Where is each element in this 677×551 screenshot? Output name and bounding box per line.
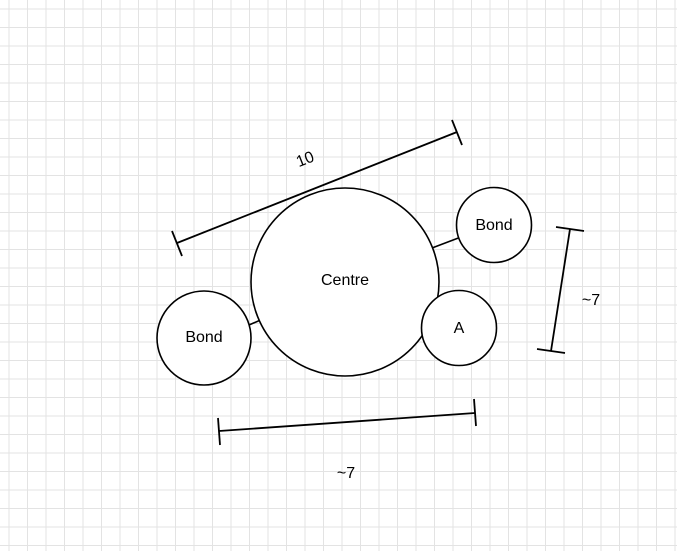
node-bond-top-shape — [455, 186, 533, 264]
node-a-shape — [420, 289, 498, 367]
dimension-right-tick-start — [555, 226, 585, 232]
dimension-bottom-tick-start — [217, 417, 221, 446]
dimension-top-tick-start — [171, 230, 183, 257]
node-a[interactable]: A — [420, 289, 498, 367]
dimension-top: 10 — [171, 119, 463, 257]
dimension-top-tick-end — [451, 119, 463, 146]
node-bond-top-label: Bond — [475, 217, 512, 234]
node-bond-left-label: Bond — [185, 329, 222, 346]
node-a-label: A — [454, 320, 465, 337]
node-bond-left[interactable]: Bond — [156, 290, 252, 386]
dimension-right-tick-end — [536, 348, 566, 354]
node-bond-left-shape — [156, 290, 252, 386]
dimension-bottom-label: ~7 — [337, 465, 355, 482]
dimension-right: ~7 — [536, 226, 600, 354]
dimension-bottom-tick-end — [473, 398, 477, 427]
dimension-bottom-line — [218, 412, 476, 432]
dimension-top-label: 10 — [294, 149, 317, 171]
dimension-right-line — [550, 228, 571, 352]
dimension-top-line — [176, 131, 458, 244]
node-centre-shape — [250, 187, 440, 377]
node-bond-top[interactable]: Bond — [455, 186, 533, 264]
connector-centre-bond-top — [431, 236, 462, 249]
node-centre[interactable]: Centre — [250, 187, 440, 377]
dimension-bottom: ~7 — [217, 398, 477, 482]
dimension-right-label: ~7 — [582, 292, 600, 309]
node-centre-label: Centre — [321, 272, 369, 289]
